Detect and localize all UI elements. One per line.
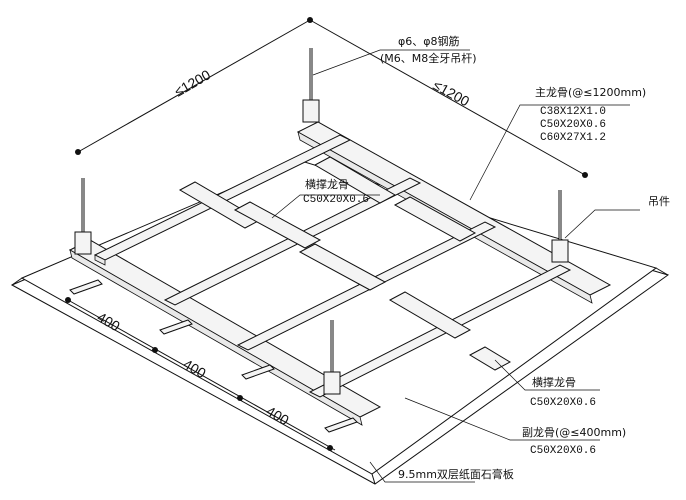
main-keel-title: 主龙骨(@≤1200mm)	[535, 86, 646, 99]
hanger-rods	[74, 48, 569, 395]
cross-brace-top-title: 横撑龙骨	[305, 177, 349, 191]
main-keel-spec-2: C50X20X0.6	[540, 119, 606, 131]
main-keel-spec-1: C38X12X1.0	[540, 106, 606, 118]
dim-top-left: ≤1200	[172, 66, 214, 99]
bottom-channels	[69, 279, 358, 433]
cross-brace-top-spec: C50X20X0.6	[303, 194, 369, 206]
board-label: 9.5mm双层纸面石膏板	[398, 467, 514, 481]
cross-brace-bottom-title: 横撑龙骨	[532, 375, 576, 389]
dimension-lines	[65, 17, 588, 451]
secondary-keel-spec: C50X20X0.6	[530, 445, 596, 457]
cross-brace-bottom-spec: C50X20X0.6	[530, 397, 596, 409]
leader-lines	[271, 49, 640, 483]
hanger-label: 吊件	[648, 195, 670, 208]
main-keel-spec-3: C60X27X1.2	[540, 132, 606, 144]
secondary-keel-title: 副龙骨(@≤400mm)	[522, 426, 626, 439]
rod-label-2: (M6、M8全牙吊杆)	[380, 51, 477, 65]
secondary-keels	[93, 134, 572, 398]
rod-label-1: φ6、φ8钢筋	[398, 34, 460, 48]
dim-top-right: ≤1200	[431, 77, 473, 110]
